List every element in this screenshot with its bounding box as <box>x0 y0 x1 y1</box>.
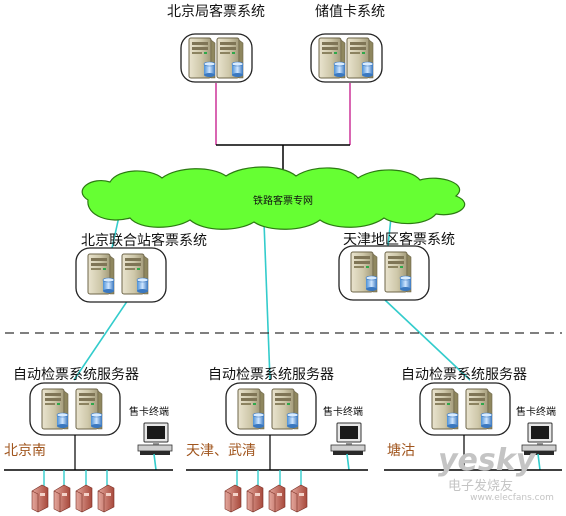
database-icon <box>56 412 69 429</box>
cyan-link-tianjin-server3 <box>384 299 471 381</box>
database-icon <box>286 412 299 429</box>
database-icon <box>136 277 149 294</box>
watermark-site-cn: 电子发烧友 <box>448 478 513 494</box>
cyan-link-joint-server1 <box>73 299 129 381</box>
terminal-label-1: 售卡终端 <box>129 405 169 418</box>
terminal-label-3: 售卡终端 <box>516 405 556 418</box>
railway-network-cloud: 铁路客票专网 <box>81 166 466 230</box>
database-icon <box>333 61 346 78</box>
location-label-3: 塘沽 <box>387 443 415 459</box>
ticket-gate-icon <box>268 484 286 513</box>
beijing-bureau-servers <box>180 33 253 83</box>
beijing-joint-servers <box>75 247 167 303</box>
ticket-gate-icon <box>53 484 71 513</box>
database-icon <box>365 275 378 292</box>
terminal-label-2: 售卡终端 <box>323 405 363 418</box>
gate-links-1 <box>43 470 108 490</box>
server-title-1: 自动检票系统服务器 <box>13 367 139 383</box>
database-icon <box>231 61 244 78</box>
terminal-link-1 <box>153 453 157 471</box>
database-icon <box>90 412 103 429</box>
location-label-1: 北京南 <box>4 443 46 459</box>
ticket-gate-icon <box>290 484 308 513</box>
terminal-link-2 <box>346 453 350 471</box>
gate-links-2 <box>236 470 302 490</box>
database-icon <box>361 61 374 78</box>
beijing-bureau-title: 北京局客票系统 <box>167 3 265 20</box>
database-icon <box>102 277 115 294</box>
server-title-2: 自动检票系统服务器 <box>208 367 334 383</box>
watermark-brand: yesky <box>438 443 537 478</box>
card-terminal-icon <box>137 422 173 456</box>
database-icon <box>446 412 459 429</box>
station-beijing-south: 自动检票系统服务器 售卡终端 北京南 <box>4 367 173 513</box>
tianjin-region-servers <box>338 245 430 301</box>
beijing-joint-title: 北京联合站客票系统 <box>81 232 207 249</box>
terminal-link-3 <box>537 453 541 471</box>
tianjin-region-title: 天津地区客票系统 <box>343 231 455 248</box>
server-title-3: 自动检票系统服务器 <box>401 367 527 383</box>
station-servers-2 <box>225 382 317 436</box>
ticket-gate-icon <box>75 484 93 513</box>
cyan-link-cloud-server2 <box>263 221 271 381</box>
station-tanggu: 自动检票系统服务器 售卡终端 塘沽 <box>384 367 562 471</box>
ticket-gate-icon <box>97 484 115 513</box>
station-servers-1 <box>29 382 121 436</box>
station-servers-3 <box>419 382 511 436</box>
ticket-gate-icon <box>224 484 242 513</box>
ticket-gate-icon <box>31 484 49 513</box>
stored-value-servers <box>310 33 383 83</box>
location-label-2: 天津、武清 <box>186 443 256 459</box>
network-label: 铁路客票专网 <box>253 194 313 207</box>
database-icon <box>252 412 265 429</box>
watermark-url: www.elecfans.com <box>470 493 554 503</box>
database-icon <box>399 275 412 292</box>
stored-value-title: 储值卡系统 <box>315 4 385 20</box>
watermark: yesky 电子发烧友 www.elecfans.com <box>438 443 554 503</box>
database-icon <box>480 412 493 429</box>
ticket-gate-icon <box>246 484 264 513</box>
database-icon <box>203 61 216 78</box>
card-terminal-icon <box>330 422 366 456</box>
station-tianjin-wuqing: 自动检票系统服务器 售卡终端 天津、武清 <box>186 367 368 513</box>
